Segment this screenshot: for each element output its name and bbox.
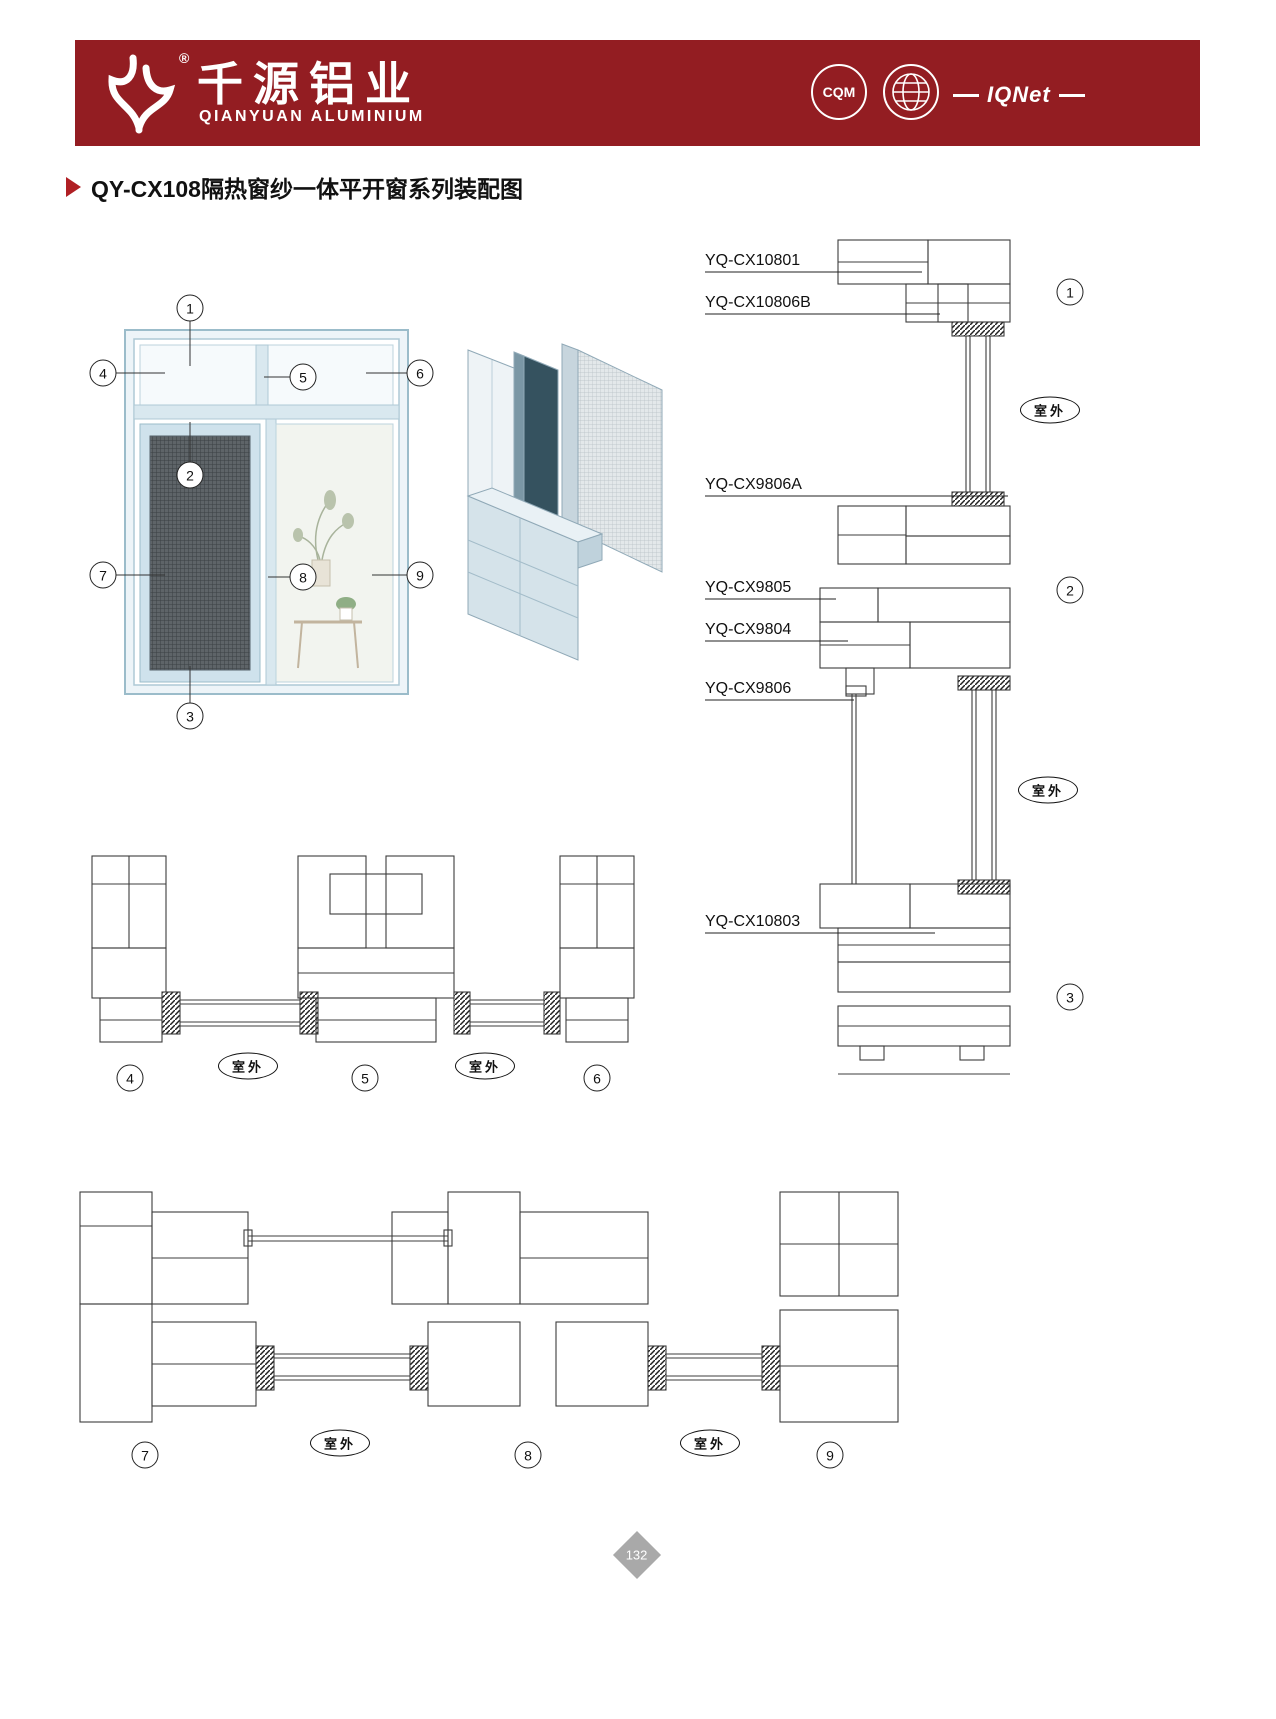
callout-5: 5: [289, 363, 317, 391]
page-number: 132: [626, 1547, 648, 1563]
outdoor-badge-hbottom-2: 室外: [679, 1429, 741, 1457]
part-label-yq-cx10806b: YQ-CX10806B: [705, 294, 815, 312]
outdoor-badge-htop-1: 室外: [217, 1052, 279, 1080]
brand-header: ® 千源铝业 QIANYUAN ALUMINIUM CQM IQNet: [75, 40, 1200, 146]
callout-7: 7: [89, 561, 117, 589]
cqm-badge: CQM: [811, 64, 867, 120]
detail-marker-2: 2: [1056, 576, 1084, 604]
part-label-yq-cx9806a: YQ-CX9806A: [705, 476, 806, 494]
globe-icon: [892, 73, 930, 111]
callout-3: 3: [176, 702, 204, 730]
detail-marker-6: 6: [583, 1064, 611, 1092]
vertical-section-leader-lines: [705, 271, 1008, 934]
page-title-row: QY-CX108隔热窗纱一体平开窗系列装配图: [66, 170, 523, 204]
iqnet-left-dash: [953, 93, 979, 97]
part-label-yq-cx10803: YQ-CX10803: [705, 913, 805, 931]
title-arrow-icon: [66, 177, 81, 197]
callout-4: 4: [89, 359, 117, 387]
detail-marker-9: 9: [816, 1441, 844, 1469]
registered-mark: ®: [179, 50, 190, 66]
callout-2: 2: [176, 461, 204, 489]
cqm-badge-label: CQM: [822, 84, 856, 100]
iqnet-badge: IQNet: [953, 82, 1085, 108]
page-title: QY-CX108隔热窗纱一体平开窗系列装配图: [91, 176, 523, 202]
callout-9: 9: [406, 561, 434, 589]
horizontal-section-bottom-drawing: [79, 1191, 899, 1423]
outdoor-badge-hbottom-1: 室外: [309, 1429, 371, 1457]
part-label-yq-cx9805: YQ-CX9805: [705, 579, 796, 597]
part-label-yq-cx10801: YQ-CX10801: [705, 252, 805, 270]
outdoor-badge-vertical-2: 室外: [1017, 776, 1079, 804]
callout-1: 1: [176, 294, 204, 322]
detail-marker-1: 1: [1056, 278, 1084, 306]
globe-badge: [883, 64, 939, 120]
part-label-yq-cx9806: YQ-CX9806: [705, 680, 796, 698]
part-label-yq-cx9804: YQ-CX9804: [705, 621, 796, 639]
profile-3d-render: [466, 343, 663, 661]
detail-marker-7: 7: [131, 1441, 159, 1469]
brand-logo-icon: [108, 54, 176, 134]
iqnet-badge-label: IQNet: [987, 82, 1051, 107]
detail-marker-5: 5: [351, 1064, 379, 1092]
outdoor-badge-vertical-1: 室外: [1019, 396, 1081, 424]
horizontal-section-top-drawing: [91, 855, 635, 1043]
vertical-section-drawing: [819, 239, 1011, 1075]
outdoor-badge-htop-2: 室外: [454, 1052, 516, 1080]
detail-marker-3: 3: [1056, 983, 1084, 1011]
brand-name-en: QIANYUAN ALUMINIUM: [199, 108, 425, 125]
brand-name-cn: 千源铝业: [197, 58, 421, 110]
front-view-leader-lines: [116, 321, 407, 703]
front-window-illustration: [124, 329, 409, 695]
callout-6: 6: [406, 359, 434, 387]
iqnet-right-dash: [1058, 93, 1085, 97]
detail-marker-8: 8: [514, 1441, 542, 1469]
callout-8: 8: [289, 563, 317, 591]
detail-marker-4: 4: [116, 1064, 144, 1092]
